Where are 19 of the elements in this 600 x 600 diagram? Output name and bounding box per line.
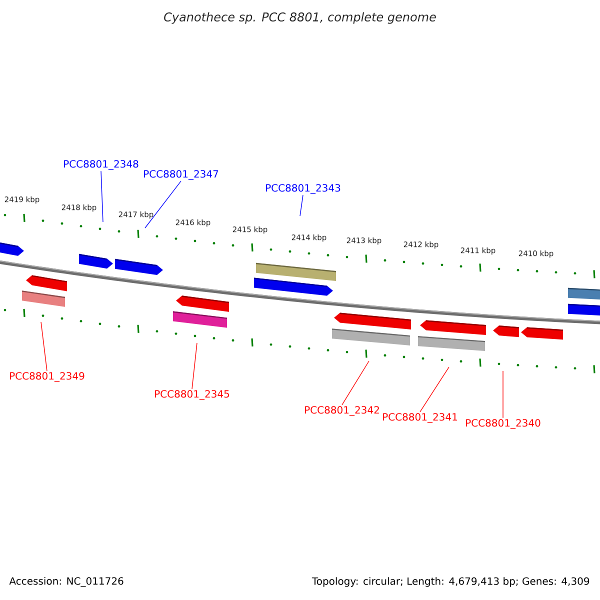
genome-info-text: Topology: circular; Length: 4,679,413 bp; Genes: 4,309	[312, 577, 590, 587]
gene-label: PCC8801_2348	[64, 160, 138, 170]
accession-text: Accession: NC_011726	[9, 577, 124, 587]
gene-label: PCC8801_2343	[266, 184, 340, 194]
leader-line	[342, 360, 370, 406]
gene-label: PCC8801_2342	[305, 406, 379, 416]
gene-label: PCC8801_2341	[383, 413, 457, 423]
leader-line	[192, 342, 198, 390]
leader-line	[502, 370, 504, 418]
title: Cyanothece sp. PCC 8801, complete genome	[164, 12, 436, 24]
leader-line	[420, 366, 450, 412]
leader-line	[40, 322, 48, 372]
gene-label: PCC8801_2345	[155, 390, 230, 400]
gene-label: PCC8801_2349	[10, 372, 84, 382]
leader-line	[100, 170, 104, 222]
gene-label: PCC8801_2340	[466, 419, 540, 429]
leader-line	[144, 180, 182, 228]
gene-label: PCC8801_2347	[144, 170, 218, 180]
leader-line	[300, 194, 304, 216]
